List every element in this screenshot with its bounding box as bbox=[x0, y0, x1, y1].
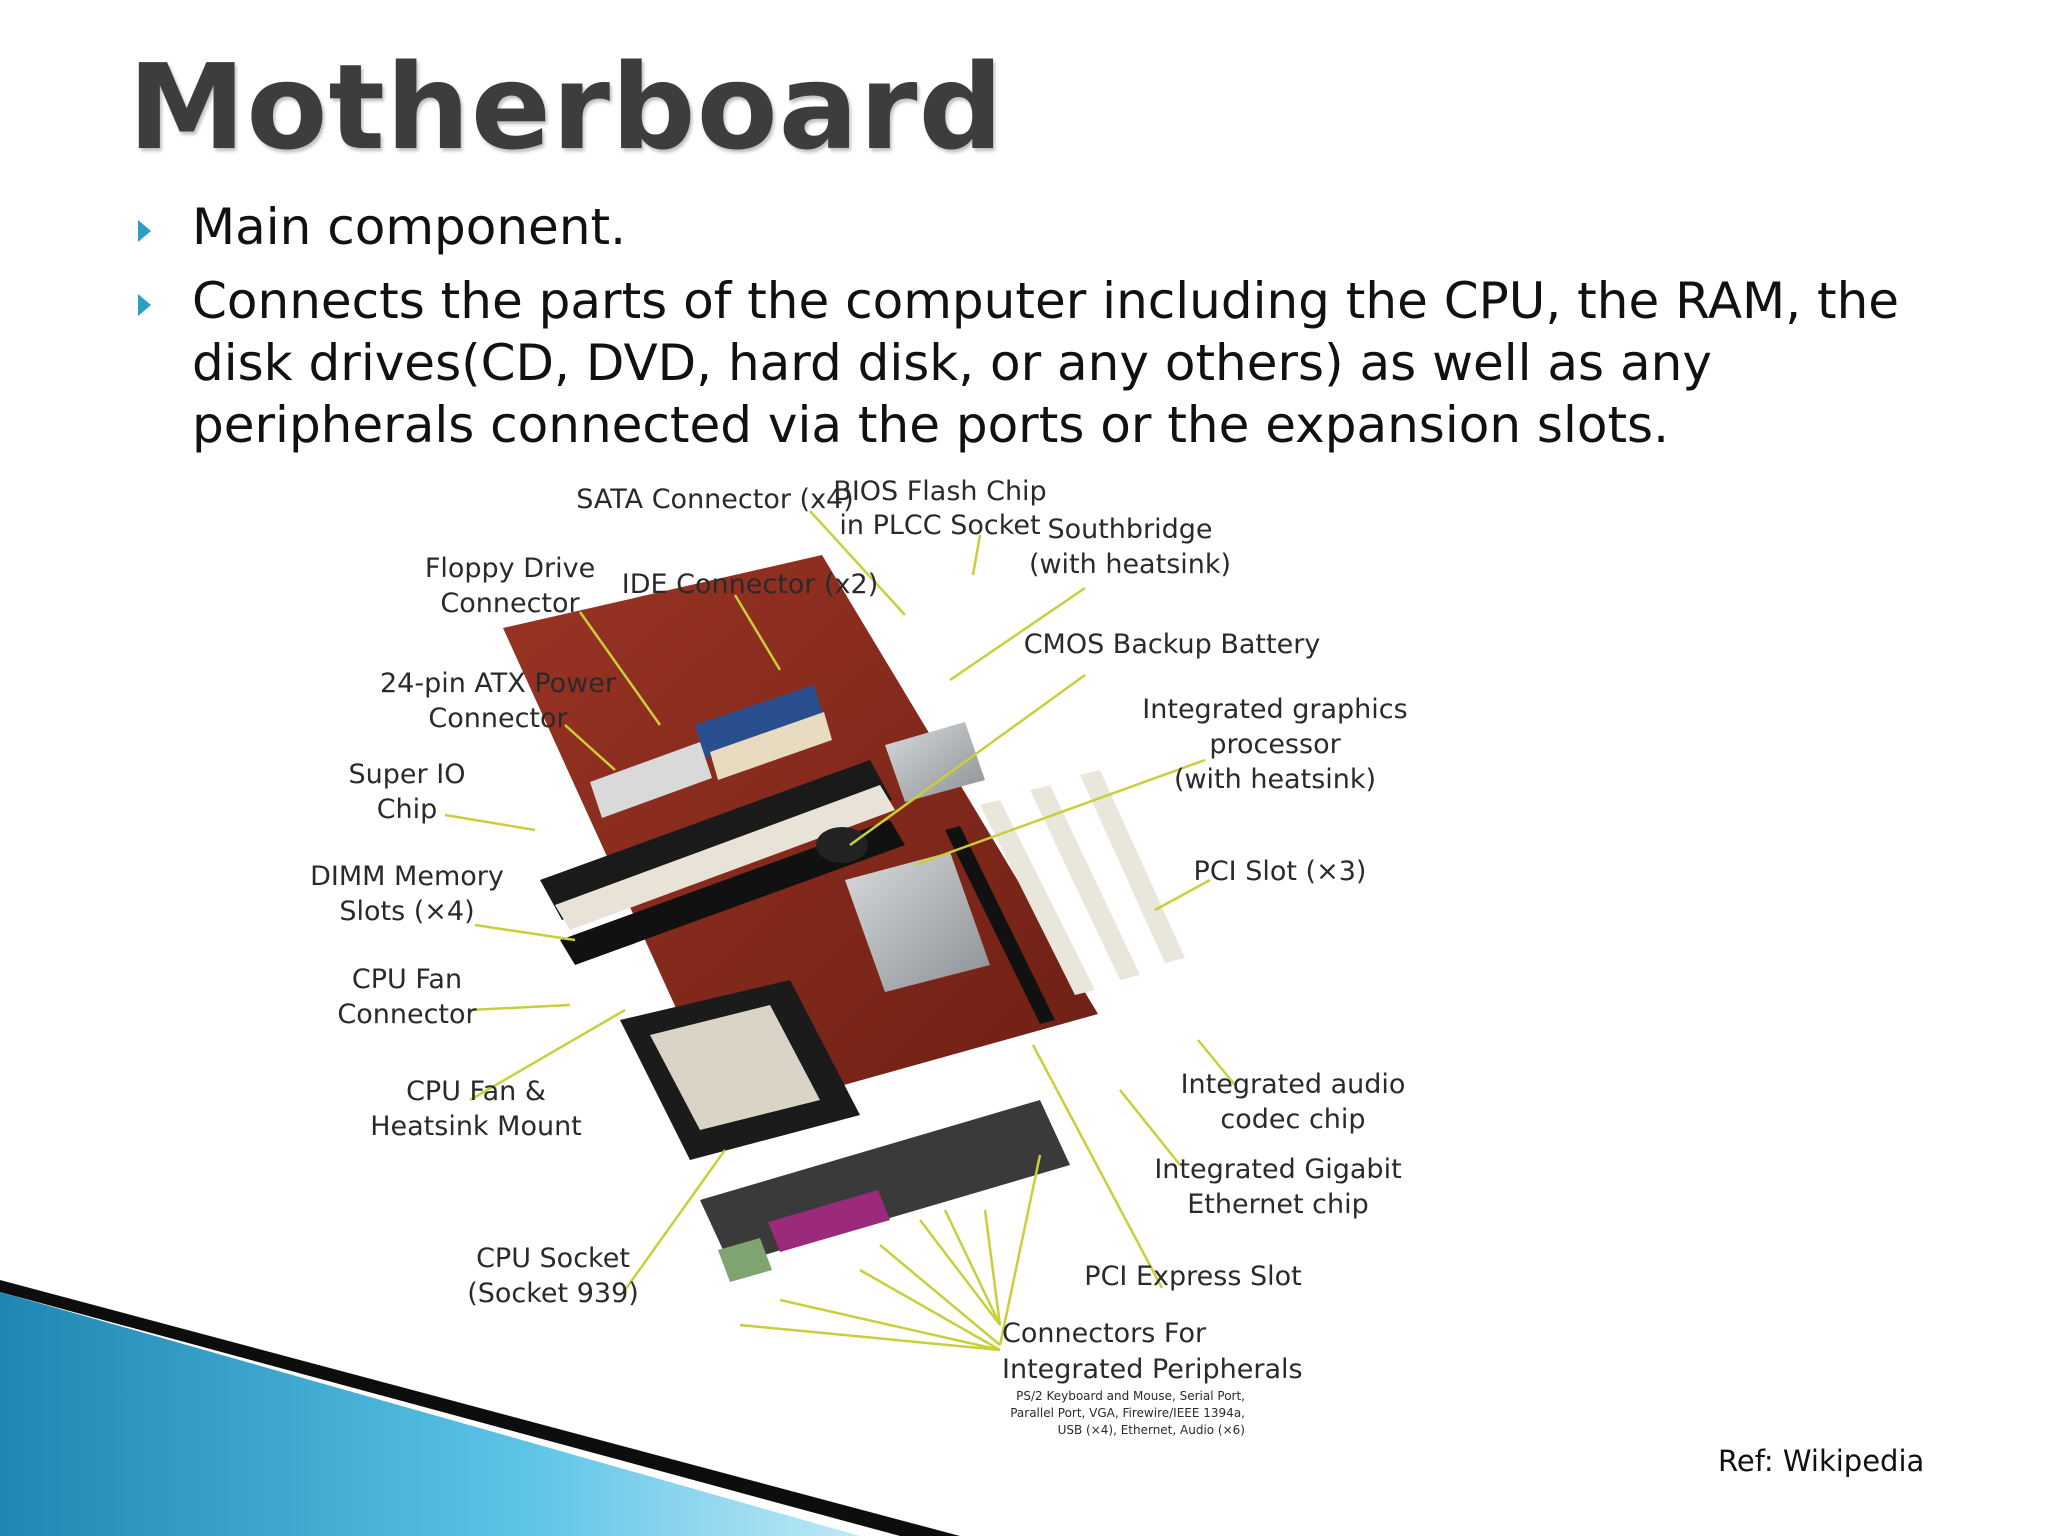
parallel-port bbox=[768, 1190, 890, 1252]
label-audio: Integrated audio bbox=[1181, 1069, 1406, 1100]
southbridge-heatsink bbox=[885, 722, 985, 802]
label-cmos: CMOS Backup Battery bbox=[1024, 629, 1321, 660]
label-atx: Connector bbox=[428, 703, 568, 734]
label-pcie: PCI Express Slot bbox=[1084, 1261, 1301, 1292]
label-superio: Chip bbox=[377, 794, 438, 825]
label-igp: (with heatsink) bbox=[1174, 764, 1376, 795]
label-ports: Connectors For bbox=[1002, 1318, 1207, 1349]
label-southbridge: (with heatsink) bbox=[1029, 549, 1231, 580]
label-pci: PCI Slot (×3) bbox=[1194, 856, 1367, 887]
swoosh-blue bbox=[0, 1292, 860, 1536]
label-superio: Super IO bbox=[349, 759, 466, 790]
ide-connector bbox=[710, 712, 832, 780]
label-dimm: DIMM Memory bbox=[310, 861, 504, 892]
ps2-ports bbox=[718, 1238, 772, 1282]
label-floppy: Floppy Drive bbox=[425, 553, 595, 584]
label-sata: SATA Connector (x4) bbox=[576, 484, 854, 515]
dimm-slots bbox=[560, 820, 905, 965]
label-dimm: Slots (×4) bbox=[339, 896, 474, 927]
decorative-swoosh bbox=[0, 1280, 960, 1536]
label-southbridge: Southbridge bbox=[1047, 514, 1212, 545]
dimm-slots bbox=[555, 785, 895, 930]
pci-slots bbox=[1080, 770, 1185, 963]
bullet-arrow-icon bbox=[138, 294, 151, 316]
atx-power-connector bbox=[590, 742, 712, 818]
slide-title: Motherboard bbox=[128, 38, 1004, 176]
bullet-text: Connects the parts of the computer inclu… bbox=[192, 272, 1900, 454]
ide-connector bbox=[695, 685, 824, 758]
label-ports: Integrated Peripherals bbox=[1002, 1354, 1303, 1385]
leader-lines bbox=[444, 510, 1236, 1352]
motherboard-diagram: SATA Connector (x4) BIOS Flash Chip in P… bbox=[160, 470, 1980, 1490]
label-igp: processor bbox=[1209, 729, 1341, 760]
label-bios: BIOS Flash Chip bbox=[833, 476, 1046, 507]
swoosh-dark bbox=[0, 1280, 960, 1536]
bullet-item: Main component. bbox=[130, 196, 1950, 258]
label-cpufan: CPU Fan bbox=[352, 964, 462, 995]
label-igp: Integrated graphics bbox=[1142, 694, 1407, 725]
label-audio: codec chip bbox=[1220, 1104, 1365, 1135]
label-ide: IDE Connector (x2) bbox=[622, 569, 878, 600]
label-floppy: Connector bbox=[440, 588, 580, 619]
label-socket: (Socket 939) bbox=[467, 1278, 639, 1309]
bullet-text: Main component. bbox=[192, 198, 627, 256]
label-ethernet: Integrated Gigabit bbox=[1154, 1154, 1401, 1185]
label-socket: CPU Socket bbox=[476, 1243, 630, 1274]
label-ports-detail: Parallel Port, VGA, Firewire/IEEE 1394a, bbox=[1010, 1406, 1245, 1420]
label-bios: in PLCC Socket bbox=[839, 510, 1040, 541]
reference-note: Ref: Wikipedia bbox=[1718, 1444, 1925, 1478]
label-heatsink: Heatsink Mount bbox=[370, 1111, 582, 1142]
label-ethernet: Ethernet chip bbox=[1187, 1189, 1369, 1220]
cpu-socket bbox=[650, 1005, 820, 1130]
pci-slots bbox=[1030, 785, 1140, 980]
pci-slots bbox=[980, 800, 1095, 995]
label-ports-detail: USB (×4), Ethernet, Audio (×6) bbox=[1058, 1423, 1245, 1437]
bullet-list: Main component. Connects the parts of th… bbox=[130, 196, 1950, 468]
bullet-item: Connects the parts of the computer inclu… bbox=[130, 270, 1950, 456]
pcie-slot bbox=[945, 826, 1055, 1024]
bullet-arrow-icon bbox=[138, 220, 151, 242]
label-ports-detail: PS/2 Keyboard and Mouse, Serial Port, bbox=[1016, 1389, 1245, 1403]
northbridge-heatsink bbox=[845, 852, 990, 992]
label-heatsink: CPU Fan & bbox=[406, 1076, 546, 1107]
cmos-battery bbox=[816, 827, 868, 863]
motherboard-diagram-svg: SATA Connector (x4) BIOS Flash Chip in P… bbox=[310, 476, 1408, 1437]
label-cpufan: Connector bbox=[337, 999, 477, 1030]
label-atx: 24-pin ATX Power bbox=[380, 668, 617, 699]
